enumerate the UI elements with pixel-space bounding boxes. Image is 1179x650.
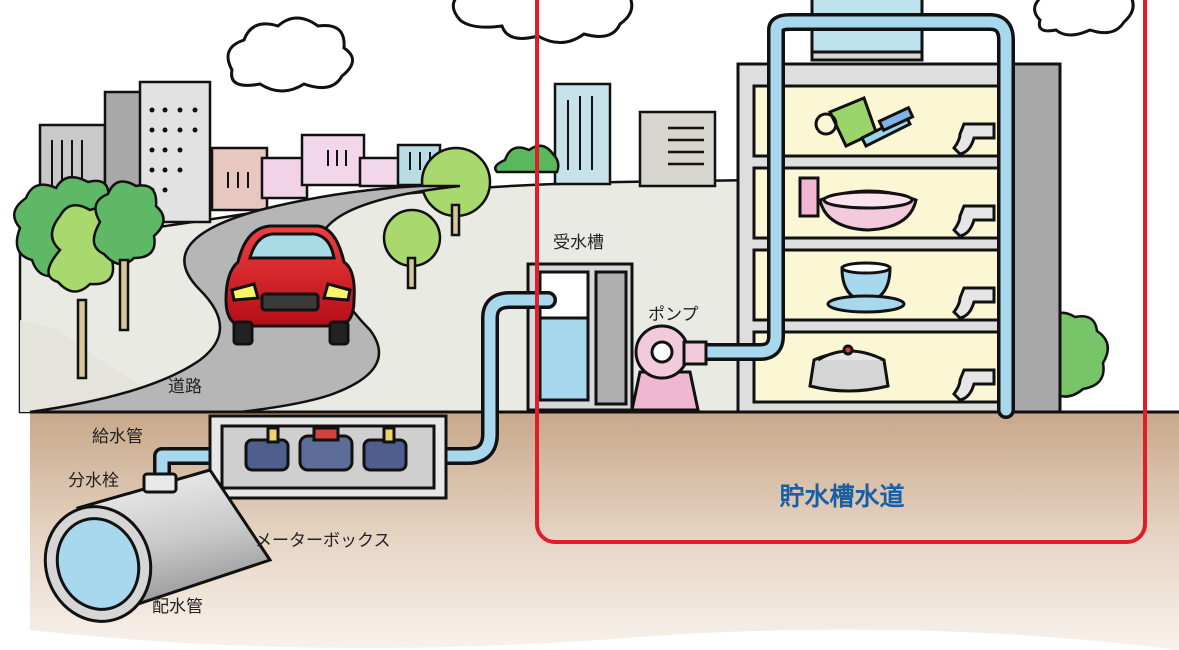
receiving-tank	[526, 262, 634, 412]
teacup-icon	[826, 261, 906, 314]
road-label: 道路	[168, 377, 202, 397]
pipes	[153, 13, 1015, 481]
distribution-main	[43, 468, 273, 623]
storage-tank-water-title: 貯水槽水道	[779, 482, 904, 511]
service-pipe-label: 給水管	[92, 427, 143, 447]
faucet-icon	[952, 122, 996, 402]
cloud-icon	[226, 16, 354, 93]
meter-box	[208, 414, 448, 500]
meter-box-label: メーターボックス	[255, 531, 391, 551]
cloud-icon	[1033, 0, 1135, 37]
distribution-main-label: 配水管	[152, 597, 203, 617]
trees	[13, 144, 1110, 398]
pump-label: ポンプ	[648, 305, 699, 325]
pot-icon	[808, 344, 890, 393]
middle-buildings	[553, 82, 717, 188]
car-icon	[224, 224, 356, 346]
pump-icon	[630, 324, 708, 412]
cloud-icon	[451, 0, 634, 44]
toothbrush-icon	[859, 105, 915, 149]
clouds	[226, 0, 1135, 93]
bowl-icon	[798, 176, 918, 232]
branch-valve-label: 分水栓	[68, 471, 119, 491]
storage-tank-water-frame	[535, 0, 1147, 544]
receiving-tank-label: 受水槽	[553, 233, 604, 253]
